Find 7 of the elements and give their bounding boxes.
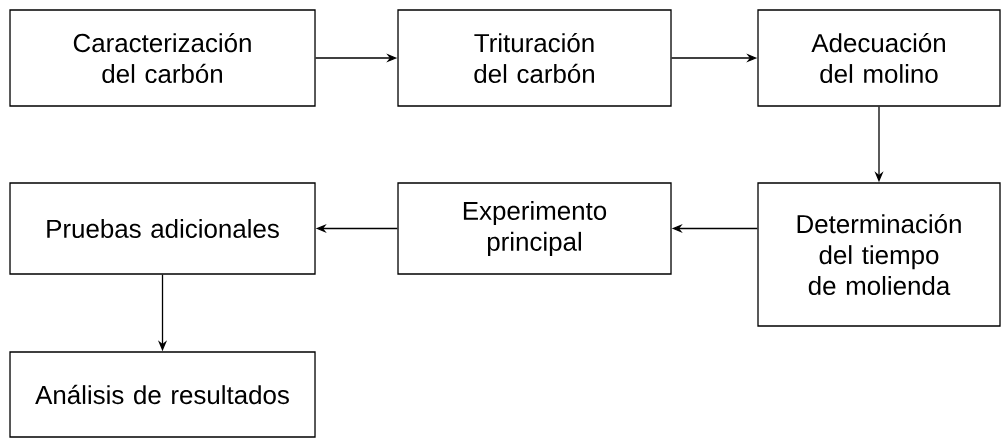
process-box: Experimento principal (397, 182, 672, 275)
process-box: Adecuación del molino (757, 9, 1001, 107)
process-box: Trituración del carbón (397, 9, 672, 107)
process-box: Pruebas adicionales (9, 182, 316, 275)
process-box: Caracterización del carbón (9, 9, 316, 107)
process-box: Análisis de resultados (9, 351, 316, 438)
process-box: Determinación del tiempo de molienda (757, 182, 1001, 327)
